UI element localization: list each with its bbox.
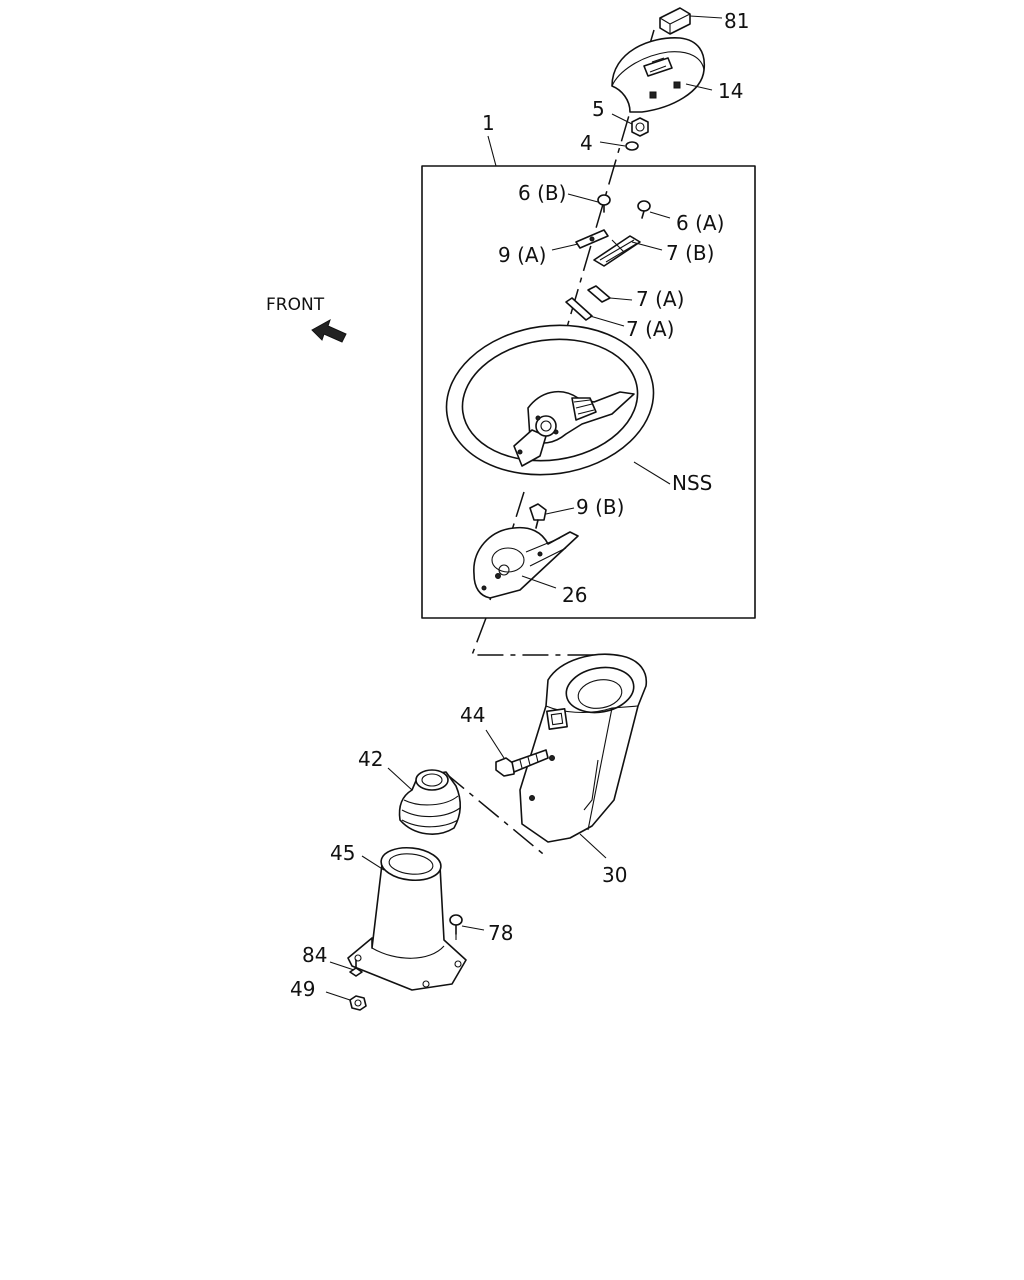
steering-wheel — [445, 324, 655, 476]
part-4-washer — [625, 141, 639, 151]
callout-line-30 — [579, 833, 607, 859]
part-6a-screw — [637, 200, 651, 219]
front-label: FRONT — [266, 295, 325, 315]
part-30-column-cover — [519, 653, 648, 843]
callout-line-45 — [361, 855, 385, 871]
callout-line-5 — [611, 113, 633, 125]
part-49-nut — [349, 995, 367, 1011]
callout-7b: 7 (B) — [666, 241, 714, 265]
callout-line-9b — [545, 507, 575, 515]
callout-line-44 — [485, 729, 505, 759]
callout-1: 1 — [482, 111, 495, 135]
callout-14: 14 — [718, 79, 743, 103]
callout-6a: 6 (A) — [676, 211, 724, 235]
axis-line-boot — [443, 771, 549, 859]
part-6b-screw — [597, 194, 611, 213]
callout-5: 5 — [592, 97, 605, 121]
callout-6b: 6 (B) — [518, 181, 566, 205]
assembly-box-outline — [421, 165, 756, 619]
callout-9b: 9 (B) — [576, 495, 624, 519]
part-9a-bracket — [575, 229, 609, 249]
callout-line-6b — [567, 193, 599, 203]
callout-line-84 — [329, 961, 355, 971]
callout-line-9a — [551, 243, 579, 251]
part-5-nut — [631, 117, 649, 137]
callout-line-7b — [631, 241, 663, 251]
callout-nss: NSS — [672, 471, 712, 495]
callout-line-14 — [685, 83, 713, 91]
callout-line-1 — [487, 135, 497, 167]
callout-line-7a-upper — [609, 297, 633, 301]
callout-84: 84 — [302, 943, 327, 967]
callout-line-6a — [649, 211, 671, 219]
callout-7a-upper: 7 (A) — [636, 287, 684, 311]
part-81-cover — [659, 7, 691, 35]
callout-line-4 — [599, 141, 626, 147]
callout-42: 42 — [358, 747, 383, 771]
part-9b-clip — [529, 503, 547, 529]
callout-30: 30 — [602, 863, 627, 887]
callout-line-26 — [521, 575, 557, 589]
callout-line-81 — [689, 15, 723, 19]
callout-line-49 — [325, 991, 351, 1001]
part-7b-spring — [593, 235, 641, 267]
callout-49: 49 — [290, 977, 315, 1001]
part-44-bolt — [495, 749, 549, 777]
callout-line-7a-lower — [589, 315, 625, 327]
callout-78: 78 — [488, 921, 513, 945]
part-26-contact-plate — [473, 526, 579, 599]
callout-line-42 — [387, 767, 413, 791]
callout-line-78 — [461, 925, 485, 931]
part-45-lower-cover — [347, 846, 467, 991]
part-42-boot — [398, 769, 462, 835]
callout-26: 26 — [562, 583, 587, 607]
part-7a-contact-lower — [565, 297, 593, 321]
callout-line-nss — [633, 461, 671, 485]
callout-81: 81 — [724, 9, 749, 33]
front-arrow-icon — [311, 318, 347, 343]
callout-7a-lower: 7 (A) — [626, 317, 674, 341]
callout-9a: 9 (A) — [498, 243, 546, 267]
part-78-screw — [449, 914, 463, 935]
part-7a-contact-upper — [587, 285, 611, 303]
callout-44: 44 — [460, 703, 485, 727]
callout-45: 45 — [330, 841, 355, 865]
callout-4: 4 — [580, 131, 593, 155]
part-14-horn-cover — [611, 37, 706, 113]
